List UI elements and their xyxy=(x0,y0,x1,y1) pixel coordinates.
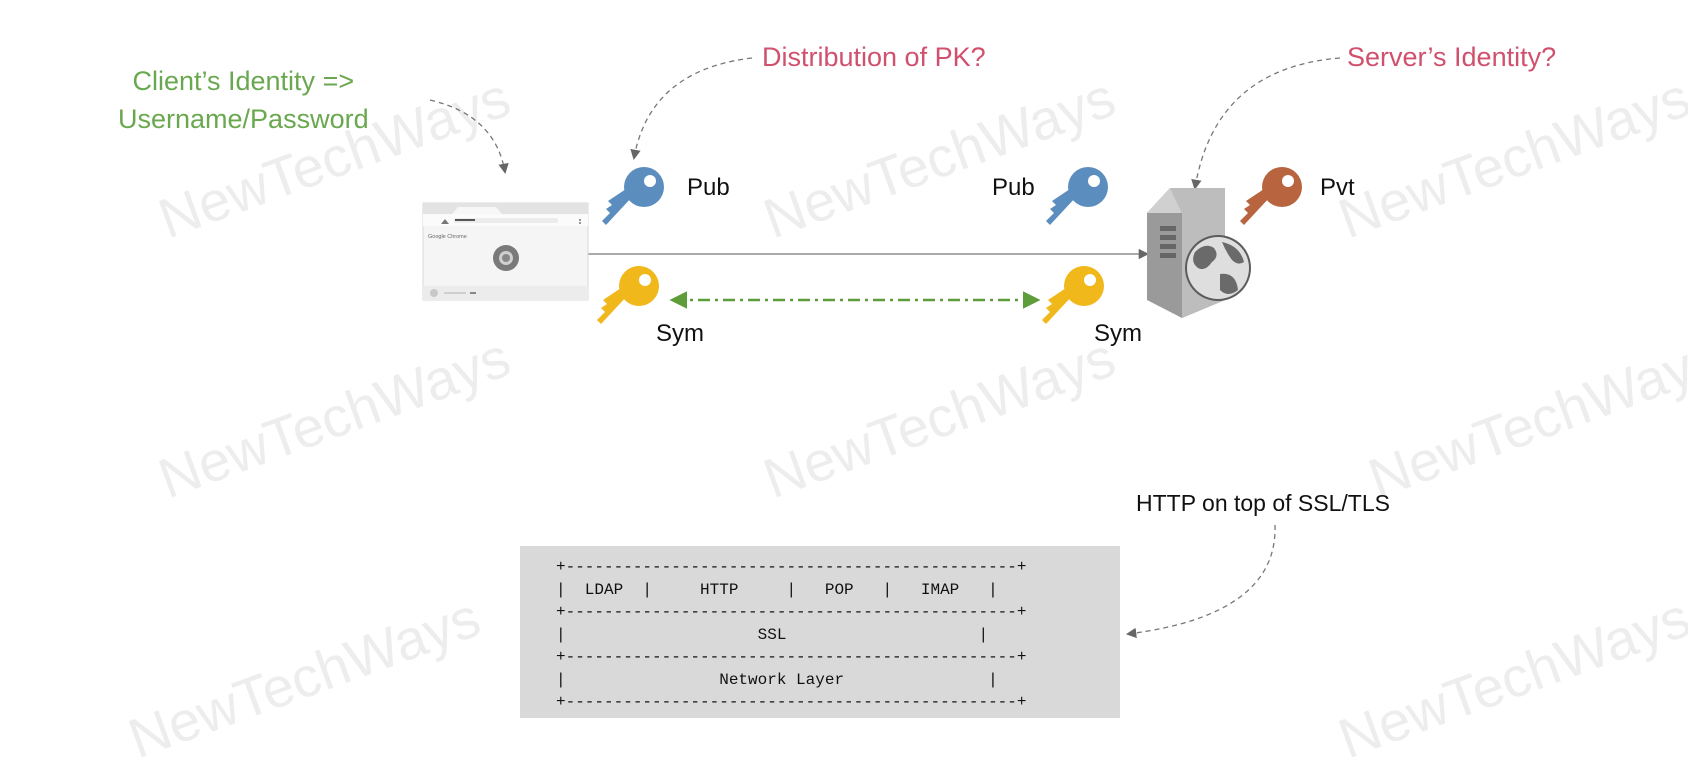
pub-server-label: Pub xyxy=(992,174,1035,201)
stack-row: | Network Layer | xyxy=(556,670,998,689)
stack-row: +---------------------------------------… xyxy=(556,603,1027,621)
pvt-server-label: Pvt xyxy=(1320,174,1355,201)
client-identity-line1: Client’s Identity => xyxy=(132,66,355,96)
server-globe-icon xyxy=(1147,188,1251,318)
symmetric-key-icon xyxy=(597,266,659,324)
distribution-question: Distribution of PK? xyxy=(762,42,986,72)
private-key-icon xyxy=(1240,167,1302,225)
client-identity-arrow xyxy=(429,99,509,175)
http-ssl-arrow xyxy=(1125,524,1276,639)
protocol-stack-text: +---------------------------------------… xyxy=(556,556,1026,714)
stack-row: | SSL | xyxy=(556,625,989,644)
browser-window-icon: Google Chrome xyxy=(422,202,589,301)
browser-brand-text: Google Chrome xyxy=(428,234,467,240)
server-identity-question: Server’s Identity? xyxy=(1347,42,1557,72)
stack-row: +---------------------------------------… xyxy=(556,648,1027,666)
symmetric-key-icon xyxy=(1042,266,1104,324)
http-on-top-label: HTTP on top of SSL/TLS xyxy=(1136,490,1390,516)
stack-row: +---------------------------------------… xyxy=(556,558,1027,576)
distribution-arrow xyxy=(630,57,753,161)
pub-client-label: Pub xyxy=(687,174,730,201)
stack-row: +---------------------------------------… xyxy=(556,693,1027,711)
protocol-stack: +---------------------------------------… xyxy=(520,546,1120,718)
client-identity-label: Client’s Identity => Username/Password xyxy=(118,62,369,138)
sym-client-label: Sym xyxy=(656,320,704,347)
client-identity-line2: Username/Password xyxy=(118,104,369,134)
stack-row: | LDAP | HTTP | POP | IMAP | xyxy=(556,580,998,599)
server-identity-arrow xyxy=(1191,57,1341,191)
sym-server-label: Sym xyxy=(1094,320,1142,347)
public-key-icon xyxy=(1046,167,1108,225)
public-key-icon xyxy=(602,167,664,225)
